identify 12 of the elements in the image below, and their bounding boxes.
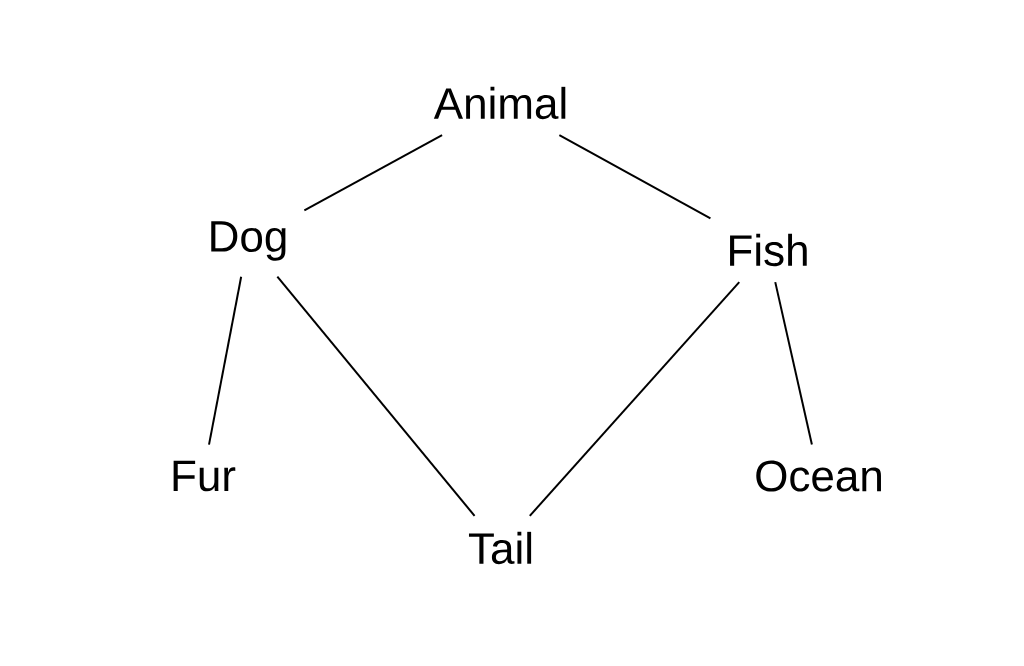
node-label: Tail xyxy=(469,531,532,565)
connector-line xyxy=(303,134,444,212)
node-label: Fish xyxy=(730,233,807,267)
connector-line xyxy=(774,281,813,446)
node-label: Fur xyxy=(173,460,236,492)
connector-line xyxy=(276,275,476,517)
node-label: Ocean xyxy=(756,460,881,492)
node-label: Animal xyxy=(433,86,566,120)
connector-line xyxy=(528,281,741,517)
connector-line xyxy=(208,275,243,446)
node-label: Dog xyxy=(211,221,286,261)
connector-line xyxy=(558,134,712,220)
